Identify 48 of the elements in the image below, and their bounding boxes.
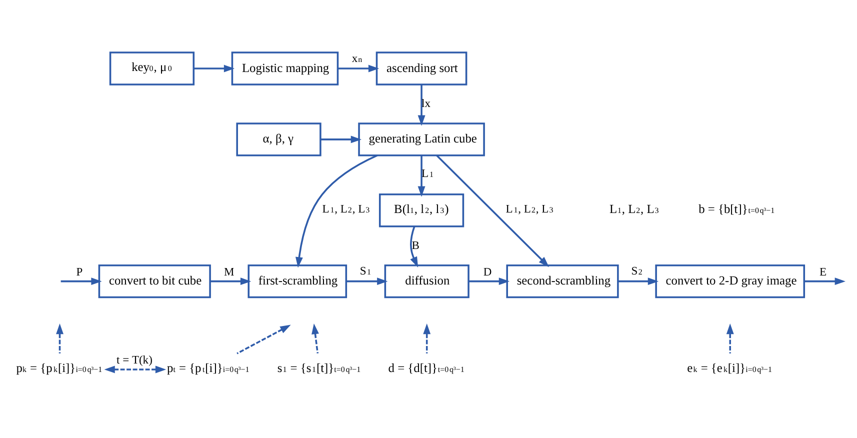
node-box: B(l1, l2, l3)	[378, 194, 464, 228]
edge-label: t = T(k)	[116, 354, 152, 367]
label: b = {b[t]}t=0q³−1	[698, 202, 775, 216]
edge-label: P	[76, 266, 83, 278]
node-text: pk = {pk[i]}i=0q³−1	[16, 360, 102, 375]
arrow	[56, 323, 64, 354]
edge-label: S2	[631, 266, 642, 278]
edge-label: L1, L2, L3	[322, 204, 370, 216]
arrow	[423, 323, 431, 354]
arrow	[320, 136, 362, 144]
node-box: diffusion	[384, 264, 470, 298]
edge-label: xn	[352, 52, 362, 65]
arrow	[312, 324, 319, 354]
arrow	[338, 64, 380, 72]
edge-label: L1, L2, L3	[506, 204, 554, 216]
node-box: Logistic mapping	[231, 52, 339, 86]
arrow	[618, 278, 659, 286]
arrow	[436, 154, 550, 268]
node-box: first-scrambling	[248, 264, 348, 298]
arrow	[346, 278, 388, 286]
arrow	[210, 278, 252, 286]
arrow	[418, 84, 426, 126]
node-text: ek = {ek[i]}i=0q³−1	[687, 360, 772, 375]
edge-label: D	[483, 266, 492, 278]
node-box: second-scrambling	[506, 264, 619, 298]
node-text: s1 = {s1[t]}t=0q³−1	[277, 360, 361, 375]
node-text: pt = {pt[i]}i=0q³−1	[167, 360, 250, 375]
edge-label: S1	[360, 266, 371, 278]
arrow	[295, 154, 378, 268]
node-text: d = {d[t]}t=0q³−1	[388, 360, 464, 375]
edge-label: E	[820, 266, 827, 278]
node-box: α, β, γ	[236, 122, 322, 156]
arrow	[194, 64, 235, 72]
arrow	[804, 278, 846, 286]
node-box: convert to bit cube	[98, 264, 211, 298]
arrow	[104, 366, 166, 374]
node-box: generating Latin cube	[358, 122, 485, 156]
edge-label: B	[412, 240, 420, 252]
edge-label: M	[224, 266, 234, 278]
arrow	[468, 278, 510, 286]
arrow	[410, 226, 418, 268]
arrow	[726, 323, 734, 354]
node-box: convert to 2-D gray image	[655, 264, 806, 298]
label: L1, L2, L3	[610, 202, 659, 216]
node-box: key0, μ0	[109, 52, 195, 86]
node-box: ascending sort	[376, 52, 468, 86]
arrow	[236, 324, 291, 354]
arrow	[60, 278, 102, 286]
